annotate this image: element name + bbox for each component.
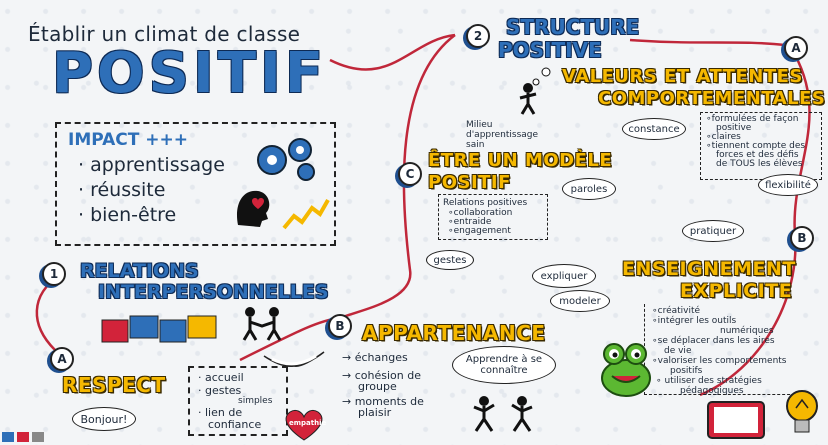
enseignement-item-9: pédagogiques bbox=[680, 386, 744, 396]
valeurs-item-2: positive bbox=[716, 123, 752, 133]
curve-left bbox=[35, 273, 61, 351]
curve-top bbox=[329, 33, 456, 71]
constance-bubble: constance bbox=[622, 118, 686, 140]
paroles-bubble: paroles bbox=[562, 178, 616, 200]
smile-lips-icon bbox=[263, 351, 325, 368]
valeurs-letter: A bbox=[784, 36, 808, 60]
tablet-icon bbox=[707, 401, 765, 439]
frog-mascot-icon bbox=[601, 343, 651, 397]
respect-item-5: confiance bbox=[208, 418, 262, 431]
milieu-text: Milieu d'apprentissage sain bbox=[466, 120, 539, 150]
heart-icon bbox=[285, 409, 323, 441]
impact-heading: IMPACT +++ bbox=[68, 130, 189, 150]
valeurs-title-line2: COMPORTEMENTALES bbox=[598, 88, 826, 109]
heart-label: empathie bbox=[289, 419, 327, 427]
curve-structure bbox=[629, 38, 786, 47]
valeurs-item-3: ∘claires bbox=[706, 132, 741, 142]
expliquer-bubble: expliquer bbox=[532, 264, 596, 288]
apprendre-bubble: Apprendre à se connaître bbox=[452, 346, 556, 384]
people-dancing-icon bbox=[473, 396, 533, 432]
main-title: POSITIF bbox=[52, 41, 328, 106]
impact-item-3: · bien-être bbox=[78, 204, 177, 226]
curve-main bbox=[339, 34, 456, 320]
enseignement-item-3: numériques bbox=[720, 326, 774, 336]
appartenance-title: APPARTENANCE bbox=[362, 321, 546, 345]
enseignement-letter: B bbox=[790, 226, 814, 250]
light-bulb-icon bbox=[786, 390, 818, 433]
gestes-bubble: gestes bbox=[426, 250, 474, 270]
flexibilite-bubble: flexibilité bbox=[758, 174, 818, 196]
structure-title-line2: POSITIVE bbox=[498, 38, 602, 62]
relations-title-line1: RELATIONS bbox=[80, 260, 199, 282]
impact-item-2: · réussite bbox=[78, 179, 166, 201]
relations-positives-item-2: ∘entraide bbox=[448, 217, 492, 227]
enseignement-item-6: ∘valoriser les comportements bbox=[652, 356, 787, 366]
impact-box bbox=[55, 122, 336, 246]
growth-arrow-icon bbox=[282, 199, 330, 230]
appartenance-item-1: → échanges bbox=[342, 351, 408, 364]
valeurs-item-6: de TOUS les élèves bbox=[716, 159, 803, 169]
enseignement-item-4: ∘se déplacer dans les aires bbox=[652, 336, 775, 346]
respect-box bbox=[188, 366, 288, 436]
relations-title-line2: INTERPERSONNELLES bbox=[98, 281, 329, 303]
modeler-bubble: modeler bbox=[550, 290, 610, 312]
gears-icon bbox=[257, 138, 315, 181]
modele-title-line2: POSITIF bbox=[428, 172, 511, 193]
enseignement-item-1: ∘créativité bbox=[652, 306, 701, 316]
license-badges-icon bbox=[2, 432, 44, 442]
respect-item-3: simples bbox=[238, 396, 273, 406]
respect-item-4: · lien de bbox=[198, 406, 243, 419]
respect-title: RESPECT bbox=[62, 373, 166, 397]
enseignement-item-2: ∘intégrer les outils bbox=[652, 316, 737, 326]
enseignement-item-7: positifs bbox=[670, 366, 703, 376]
subtitle: Établir un climat de classe bbox=[28, 22, 301, 46]
bonjour-bubble: Bonjour! bbox=[72, 407, 136, 431]
relations-positives-item-1: ∘collaboration bbox=[448, 208, 513, 218]
valeurs-item-1: ∘formulées de façon bbox=[706, 114, 799, 124]
appartenance-item-3: groupe bbox=[358, 380, 397, 393]
valeurs-title-line1: VALEURS ET ATTENTES bbox=[562, 66, 803, 87]
enseignement-title-line2: EXPLICITE bbox=[680, 280, 793, 302]
respect-item-1: · accueil bbox=[198, 371, 244, 384]
head-heart-icon bbox=[236, 190, 270, 227]
people-holding-hands-icon bbox=[242, 307, 282, 341]
modele-title-line1: ÊTRE UN MODÈLE bbox=[428, 150, 613, 171]
relations-positives-heading: Relations positives bbox=[443, 198, 528, 208]
modele-letter: C bbox=[398, 162, 422, 186]
relations-positives-box bbox=[438, 194, 548, 240]
impact-item-1: · apprentissage bbox=[78, 154, 225, 176]
relations-positives-item-3: ∘engagement bbox=[448, 226, 511, 236]
valeurs-item-5: forces et des défis bbox=[716, 150, 799, 160]
enseignement-title-line1: ENSEIGNEMENT bbox=[622, 258, 796, 280]
appartenance-item-4: → moments de bbox=[342, 395, 424, 408]
respect-letter: A bbox=[50, 347, 74, 371]
pratiquer-bubble: pratiquer bbox=[682, 220, 744, 242]
appartenance-item-5: plaisir bbox=[358, 406, 392, 419]
section-number-1: 1 bbox=[42, 262, 66, 286]
section-number-2: 2 bbox=[466, 24, 490, 48]
structure-title-line1: STRUCTURE bbox=[506, 15, 640, 39]
appartenance-item-2: → cohésion de bbox=[342, 369, 421, 382]
enseignement-item-5: de vie bbox=[664, 346, 692, 356]
valeurs-item-4: ∘tiennent compte des bbox=[706, 141, 806, 151]
enseignement-item-8: ∘ utiliser des stratégies bbox=[656, 376, 762, 386]
puzzle-icon bbox=[101, 315, 217, 343]
respect-item-2: · gestes bbox=[198, 384, 242, 397]
person-thinking-icon bbox=[519, 67, 551, 115]
appartenance-letter: B bbox=[328, 314, 352, 338]
